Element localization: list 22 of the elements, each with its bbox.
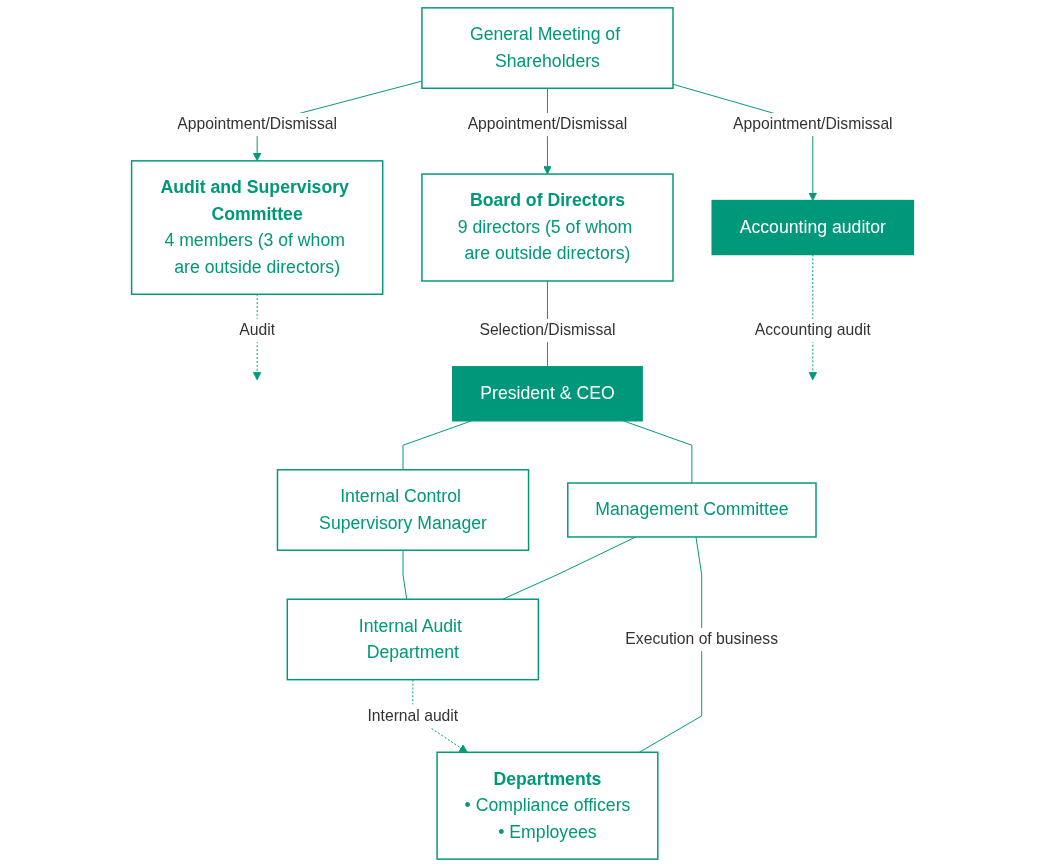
connector	[502, 536, 637, 600]
connector	[638, 536, 703, 753]
connector	[402, 420, 473, 471]
node-box: President & CEO	[452, 366, 643, 422]
node-box: Internal Audit Department	[286, 598, 540, 681]
connector	[622, 420, 693, 484]
node-box: General Meeting of Shareholders	[421, 7, 674, 89]
edge-label: Appointment/Dismissal	[467, 115, 628, 133]
edge-label: Audit	[239, 321, 276, 339]
node-box: Audit and Supervisory Committee 4 members (3 of whom are outside directors)	[130, 160, 384, 295]
node-box: Departments • Compliance officers • Employees	[436, 751, 659, 860]
node-box: Internal Control Supervisory Manager	[276, 469, 530, 551]
node-box: Management Committee	[567, 482, 817, 538]
node-box: Accounting auditor	[711, 199, 915, 256]
edge-label: Internal audit	[367, 707, 459, 724]
edge-label: Accounting audit	[754, 321, 871, 339]
node-box: Board of Directors 9 directors (5 of whom are outside directors)	[421, 173, 674, 282]
edge-label: Execution of business	[625, 630, 779, 648]
edge-label: Appointment/Dismissal	[733, 115, 893, 133]
connector	[402, 549, 408, 600]
edge-label: Selection/Dismissal	[479, 321, 616, 339]
edge-label: Appointment/Dismissal	[177, 115, 337, 133]
